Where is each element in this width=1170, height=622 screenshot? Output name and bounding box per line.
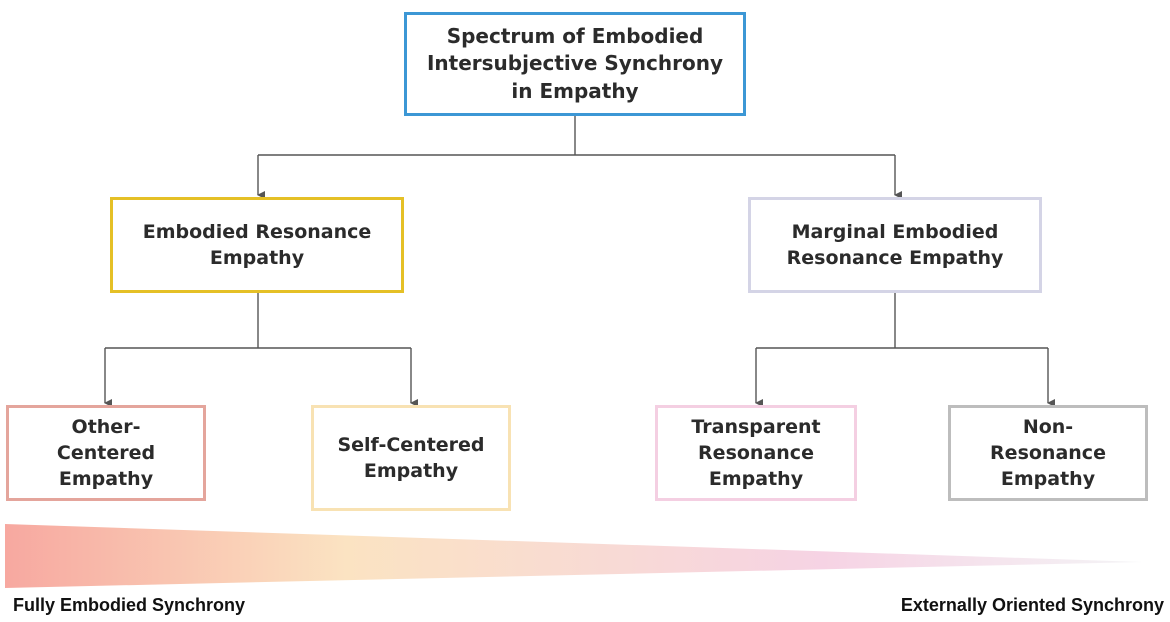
marginal-embodied-resonance-label: Marginal Embodied Resonance Empathy [786, 220, 1004, 269]
embodied-resonance-node: Embodied Resonance Empathy [110, 197, 404, 293]
self-centered-node: Self-Centered Empathy [311, 405, 511, 511]
spectrum-left-label: Fully Embodied Synchrony [13, 595, 246, 615]
other-centered-label: Other-Centered Empathy [56, 415, 156, 491]
non-resonance-label: Non-Resonance Empathy [990, 415, 1106, 491]
root-node: Spectrum of Embodied Intersubjective Syn… [404, 12, 746, 116]
other-centered-node: Other-Centered Empathy [6, 405, 206, 501]
non-resonance-node: Non-Resonance Empathy [948, 405, 1148, 501]
marginal-embodied-resonance-node: Marginal Embodied Resonance Empathy [748, 197, 1042, 293]
transparent-resonance-node: Transparent Resonance Empathy [655, 405, 857, 501]
self-centered-label: Self-Centered Empathy [337, 433, 485, 482]
transparent-resonance-label: Transparent Resonance Empathy [691, 415, 821, 491]
spectrum-right-label: Externally Oriented Synchrony [900, 595, 1164, 615]
embodied-resonance-label: Embodied Resonance Empathy [142, 220, 372, 269]
root-node-label: Spectrum of Embodied Intersubjective Syn… [426, 23, 724, 103]
